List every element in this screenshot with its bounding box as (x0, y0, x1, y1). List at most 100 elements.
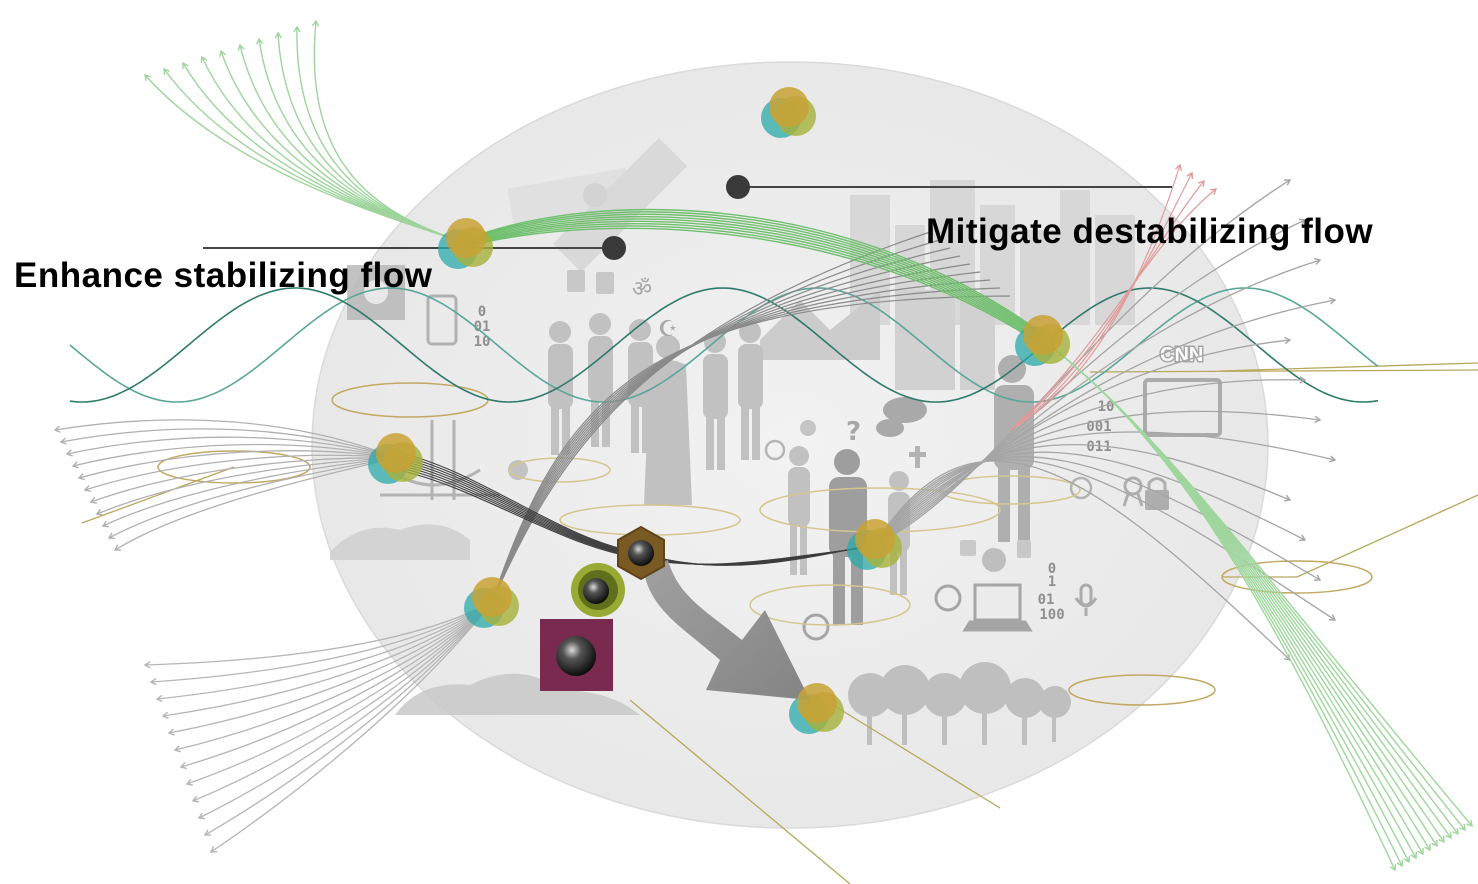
destabilizing-flow-strand (1009, 164, 1181, 431)
stabilizing-flow-band (465, 208, 1044, 347)
flow-arrowhead (1329, 297, 1337, 305)
flow-arrowhead (293, 25, 301, 33)
destabilizing-flow-strand (491, 271, 981, 603)
flow-node[interactable] (438, 218, 493, 269)
leader-dot-enhance (602, 236, 626, 260)
flow-arrowhead (1314, 415, 1322, 424)
stabilizing-flow-strand (465, 223, 1044, 344)
sine-wave-b (69, 287, 1379, 403)
svg-text:1: 1 (1048, 574, 1056, 590)
flow-arrowhead (163, 67, 170, 76)
svg-text:100: 100 (1039, 607, 1064, 623)
flow-arrowhead (1396, 859, 1404, 868)
flow-node-disc (797, 683, 837, 723)
flow-arrowhead (1417, 847, 1424, 856)
destabilizing-flow-strand (874, 179, 1291, 545)
flow-node[interactable] (464, 577, 519, 628)
destabilizing-flow-strand (874, 451, 1306, 545)
destabilizing-flow-red (1009, 163, 1218, 431)
flow-arrowhead (1329, 455, 1337, 463)
flow-arrowhead (1389, 863, 1397, 872)
flow-arrowhead (203, 829, 212, 836)
destabilizing-flow-right (874, 179, 1337, 661)
destabilizing-flow-strand (90, 457, 397, 503)
leader-line-mitigate (726, 175, 1172, 199)
satellite-icon (507, 137, 688, 273)
stabilizing-flow-strand (465, 208, 1044, 335)
svg-text:011: 011 (1086, 439, 1111, 455)
flow-node-disc (446, 218, 486, 258)
flow-arrowhead (149, 677, 157, 686)
flow-arrowhead (219, 49, 227, 58)
actor-circle[interactable] (571, 563, 625, 617)
destabilizing-flow-bottom-fan (143, 601, 493, 853)
destabilizing-flow-strand (198, 601, 493, 819)
destabilizing-flow-strand (1009, 180, 1205, 431)
flow-node[interactable] (789, 683, 844, 734)
destabilizing-flow-strand (108, 457, 397, 539)
flow-node-disc (472, 577, 512, 617)
flow-arrowhead (200, 55, 208, 64)
destabilizing-flow-strand (96, 457, 397, 515)
flow-arrowhead (274, 31, 282, 39)
leader-dot-mitigate (726, 175, 750, 199)
icon-circle-a (764, 439, 786, 461)
svg-text:0: 0 (478, 304, 486, 320)
flow-arrowhead (144, 73, 151, 82)
flow-arrowhead (89, 496, 98, 504)
stabilizing-flow-strand (465, 215, 1044, 340)
flow-arrowhead (237, 43, 245, 51)
icon-square-b (567, 270, 585, 292)
flow-arrowhead (179, 762, 187, 770)
destabilizing-flow-strand (72, 443, 397, 467)
svg-text:01: 01 (474, 319, 491, 335)
icon-square-a (596, 272, 614, 294)
flow-node[interactable] (368, 433, 423, 484)
icon-badge-top-left (347, 265, 405, 320)
terrain-bottom (395, 673, 640, 715)
destabilizing-flow-strand (210, 601, 493, 853)
flow-arrowhead (1459, 823, 1466, 832)
destabilizing-flow-strand (874, 410, 1321, 545)
flow-node[interactable] (847, 519, 902, 570)
destabilizing-flow-strand (491, 287, 1001, 603)
destabilizing-flow-strand (874, 339, 1291, 545)
flow-arrowhead (83, 485, 91, 493)
destabilizing-flow-strand (491, 255, 961, 603)
flow-arrowhead (1283, 494, 1292, 502)
flow-arrowhead (1438, 835, 1445, 844)
destabilizing-flow-strand (180, 601, 493, 768)
icon-circle-f (982, 548, 1006, 572)
flow-arrowhead (1424, 843, 1431, 852)
destabilizing-flow-strand (66, 436, 397, 459)
flow-node[interactable] (1015, 315, 1070, 366)
flow-arrowhead (1198, 179, 1205, 188)
stabilizing-flow-strand (465, 225, 1044, 346)
flow-node[interactable] (761, 87, 816, 138)
destabilizing-flow-strand (1009, 172, 1193, 431)
flow-arrowhead (113, 544, 122, 551)
destabilizing-flow-strand (491, 247, 951, 603)
laptop-icon (962, 583, 1033, 632)
destabilizing-flow-strand (150, 601, 493, 683)
actor-hexagon[interactable] (617, 525, 665, 581)
actor-square[interactable] (540, 619, 613, 691)
flow-arrowhead (155, 694, 163, 703)
svg-text:0: 0 (1048, 561, 1056, 577)
destabilizing-flow-strand (144, 601, 493, 666)
destabilizing-flow-strand (168, 601, 493, 734)
destabilizing-flow-strand (174, 601, 493, 751)
svg-text:001: 001 (1086, 419, 1111, 435)
flow-arrowhead (1403, 855, 1411, 864)
enhance-stabilizing-flow-label: Enhance stabilizing flow (14, 256, 433, 295)
flow-arrowhead (209, 846, 218, 853)
destabilizing-flow-strand (60, 428, 397, 459)
stabilizing-flow-strand (465, 213, 1044, 338)
destabilizing-flow-strand (491, 239, 941, 603)
destabilizing-flow-strand (192, 601, 493, 802)
destabilizing-flow-strand (78, 450, 397, 479)
flow-arrowhead (161, 711, 169, 719)
forest-icon (848, 662, 1071, 745)
destabilizing-flow-strand (874, 456, 1321, 581)
destabilizing-flow-strand (54, 419, 397, 459)
